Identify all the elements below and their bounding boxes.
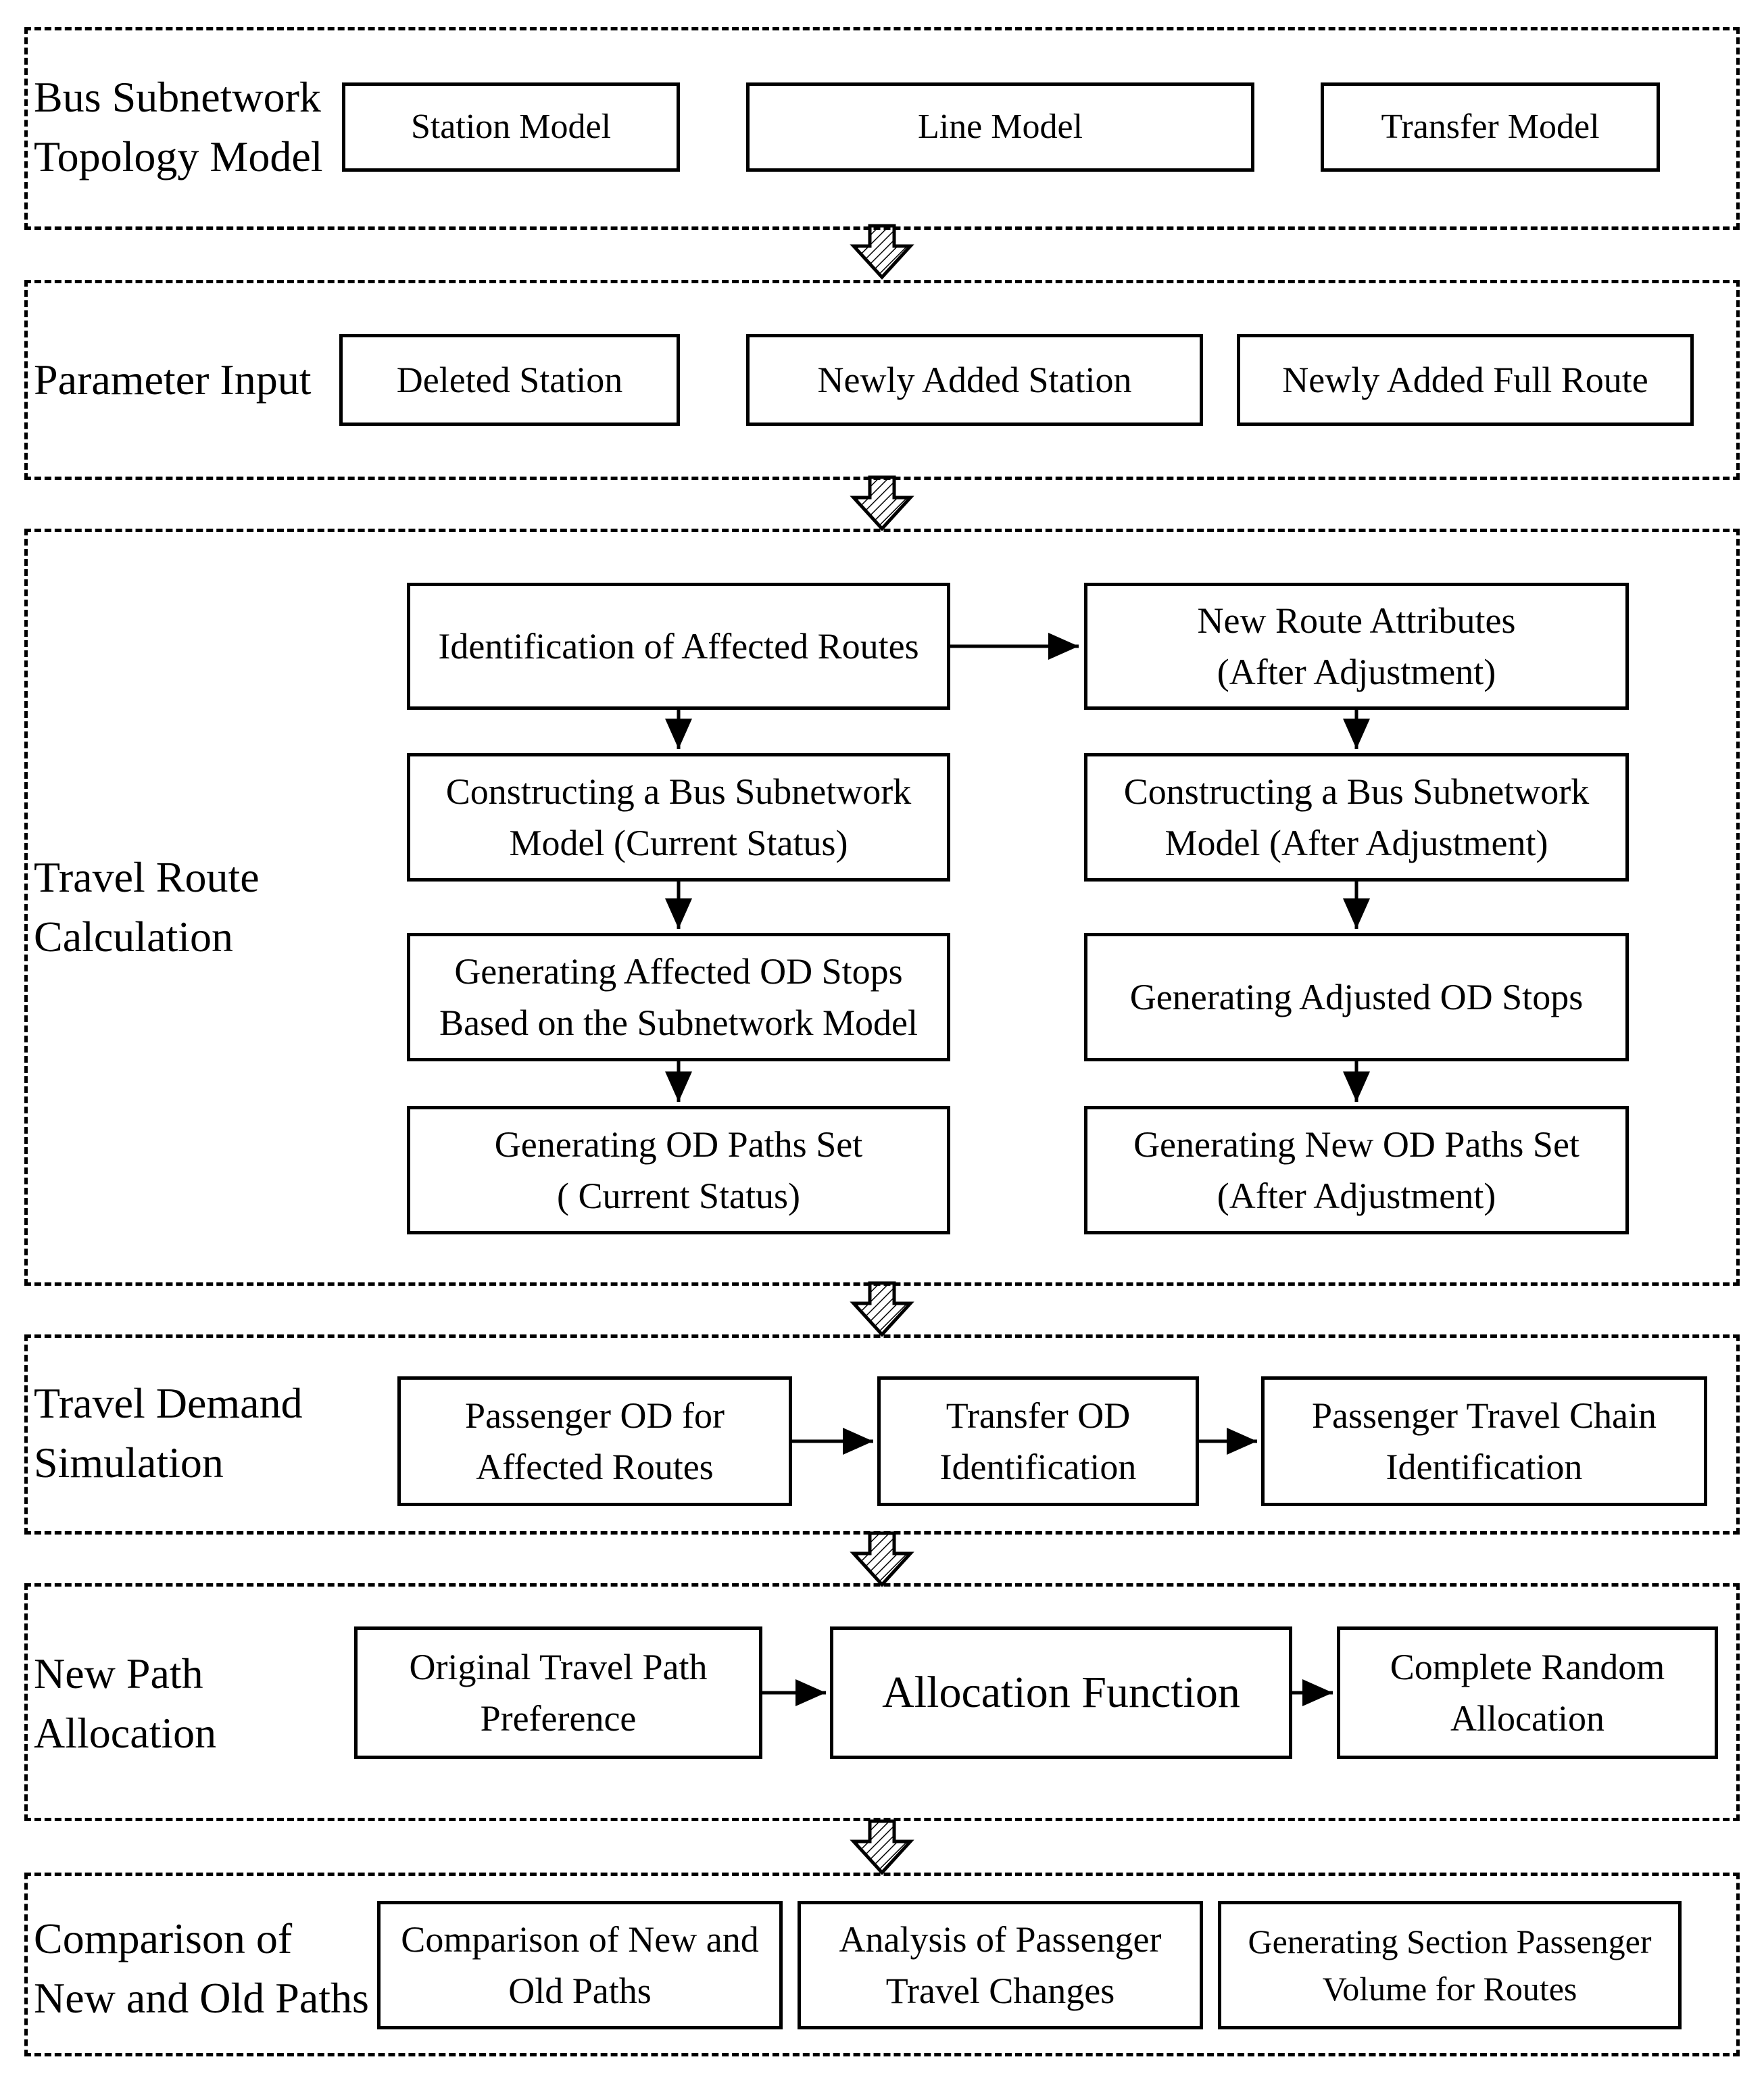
comparison-paths-box: Comparison of New and Old Paths	[377, 1901, 783, 2029]
section-passenger-volume-box: Generating Section Passenger Volume for …	[1218, 1901, 1682, 2029]
section-flow-arrow-1	[854, 226, 910, 277]
new-od-paths-set-box: Generating New OD Paths Set (After Adjus…	[1084, 1106, 1629, 1234]
new-route-attributes-box: New Route Attributes (After Adjustment)	[1084, 583, 1629, 710]
passenger-travel-changes-box: Analysis of Passenger Travel Changes	[798, 1901, 1203, 2029]
passenger-od-box: Passenger OD for Affected Routes	[397, 1376, 792, 1506]
od-paths-set-current-box: Generating OD Paths Set ( Current Status…	[407, 1106, 950, 1234]
deleted-station-box: Deleted Station	[339, 334, 680, 426]
line-model-box: Line Model	[746, 82, 1254, 172]
newly-added-full-route-box: Newly Added Full Route	[1237, 334, 1694, 426]
section-title-topology-model: Bus Subnetwork Topology Model	[34, 73, 323, 180]
newly-added-station-box: Newly Added Station	[746, 334, 1203, 426]
transfer-model-box: Transfer Model	[1321, 82, 1660, 172]
section-flow-arrow-5	[854, 1821, 910, 1873]
section-title-parameter-input: Parameter Input	[34, 356, 312, 404]
section-title-path-comparison: Comparison of New and Old Paths	[34, 1914, 369, 2022]
allocation-function-box: Allocation Function	[830, 1626, 1292, 1759]
section-flow-arrow-4	[854, 1533, 910, 1585]
affected-od-stops-box: Generating Affected OD Stops Based on th…	[407, 933, 950, 1061]
transfer-od-box: Transfer OD Identification	[877, 1376, 1199, 1506]
subnetwork-model-adjusted-box: Constructing a Bus Subnetwork Model (Aft…	[1084, 753, 1629, 882]
section-flow-arrow-3	[854, 1283, 910, 1334]
station-model-box: Station Model	[342, 82, 680, 172]
section-flow-arrow-2	[854, 477, 910, 529]
complete-random-allocation-box: Complete Random Allocation	[1337, 1626, 1718, 1759]
original-travel-path-box: Original Travel Path Preference	[354, 1626, 762, 1759]
section-title-new-path-allocation: New Path Allocation	[34, 1649, 217, 1757]
section-title-travel-route-calculation: Travel Route Calculation	[34, 853, 260, 961]
section-title-travel-demand-simulation: Travel Demand Simulation	[34, 1379, 303, 1487]
subnetwork-model-current-box: Constructing a Bus Subnetwork Model (Cur…	[407, 753, 950, 882]
identification-affected-routes-box: Identification of Affected Routes	[407, 583, 950, 710]
section-path-comparison	[24, 1873, 1740, 2056]
passenger-travel-chain-box: Passenger Travel Chain Identification	[1261, 1376, 1707, 1506]
adjusted-od-stops-box: Generating Adjusted OD Stops	[1084, 933, 1629, 1061]
